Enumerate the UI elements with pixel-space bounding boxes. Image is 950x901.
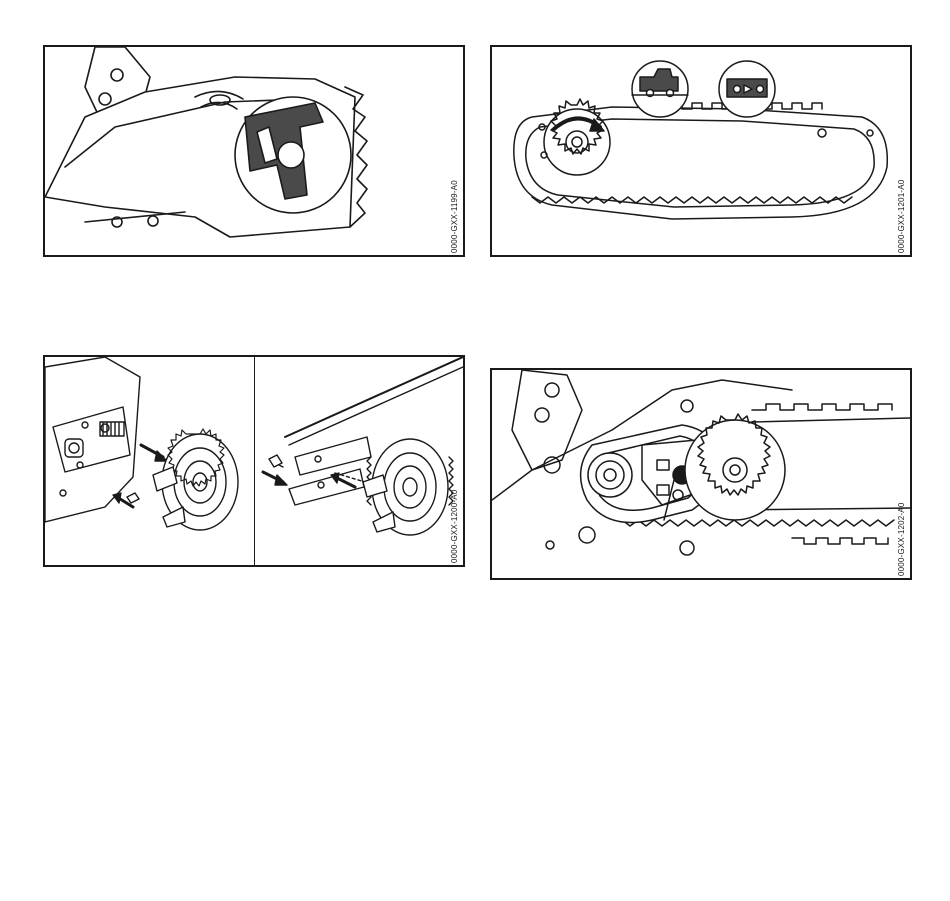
figure-chain-on-bar: 0000-GXX-1201-A0 <box>490 45 912 257</box>
figure-code-label: 0000-GXX-1201-A0 <box>897 180 906 253</box>
figure-code-label: 0000-GXX-1200-A0 <box>450 490 459 563</box>
figure-chain-sprocket-cover: 0000-GXX-1199-A0 <box>43 45 465 257</box>
figure-code-label: 0000-GXX-1202-A0 <box>897 503 906 576</box>
illustration-clutch-chain <box>492 370 910 578</box>
illustration-assembly <box>45 357 463 565</box>
figure-clutch-chain-closeup: 0000-GXX-1202-A0 <box>490 368 912 580</box>
figure-sprocket-assembly: 0000-GXX-1200-A0 <box>43 355 465 567</box>
illustration-chain-bar <box>492 47 910 255</box>
illustration-sprocket-cover <box>45 47 463 255</box>
figure-code-label: 0000-GXX-1199-A0 <box>450 180 459 253</box>
